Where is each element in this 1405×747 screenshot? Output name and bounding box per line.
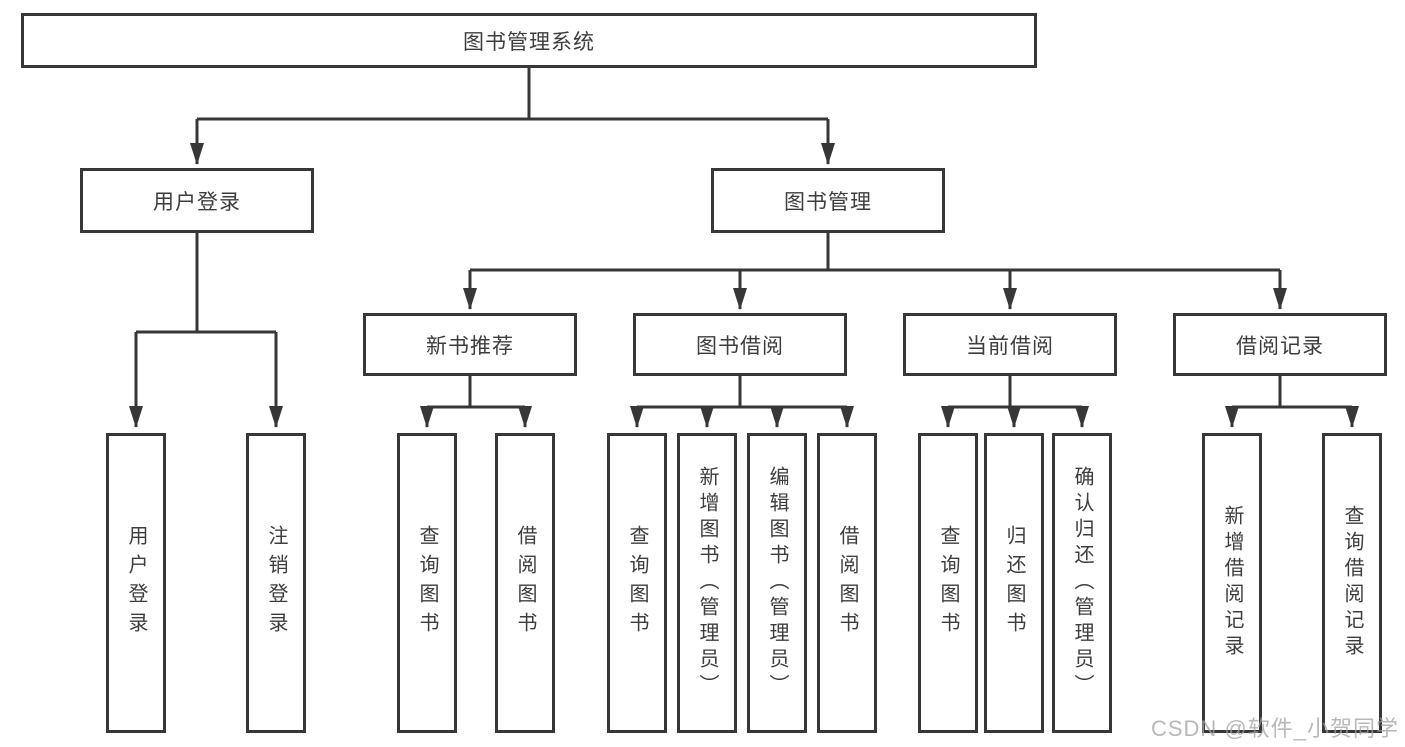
leaf-bookborrow-add-books-admin: 新增图书（管理员） — [677, 433, 737, 733]
node-new-book-recommend: 新书推荐 — [363, 313, 577, 376]
leaf-current-confirm-return-admin: 确认归还（管理员） — [1052, 433, 1112, 733]
leaf-records-query-record: 查询借阅记录 — [1322, 433, 1382, 733]
leaf-current-return-books: 归还图书 — [984, 433, 1044, 733]
node-root: 图书管理系统 — [21, 13, 1037, 68]
leaf-current-query-books: 查询图书 — [918, 433, 978, 733]
leaf-newbook-borrow-books: 借阅图书 — [495, 433, 555, 733]
leaf-bookborrow-edit-books-admin: 编辑图书（管理员） — [747, 433, 807, 733]
leaf-user-login: 用户登录 — [106, 433, 166, 733]
node-book-management: 图书管理 — [711, 168, 945, 233]
node-current-borrow: 当前借阅 — [903, 313, 1117, 376]
node-user-login: 用户登录 — [80, 168, 314, 233]
watermark: CSDN @软件_小贺同学 — [1150, 716, 1399, 741]
leaf-bookborrow-borrow-books: 借阅图书 — [817, 433, 877, 733]
leaf-bookborrow-query-books: 查询图书 — [607, 433, 667, 733]
leaf-records-add-record: 新增借阅记录 — [1202, 433, 1262, 733]
node-borrow-records: 借阅记录 — [1173, 313, 1387, 376]
node-book-borrow: 图书借阅 — [633, 313, 847, 376]
leaf-newbook-query-books: 查询图书 — [397, 433, 457, 733]
leaf-logout: 注销登录 — [246, 433, 306, 733]
